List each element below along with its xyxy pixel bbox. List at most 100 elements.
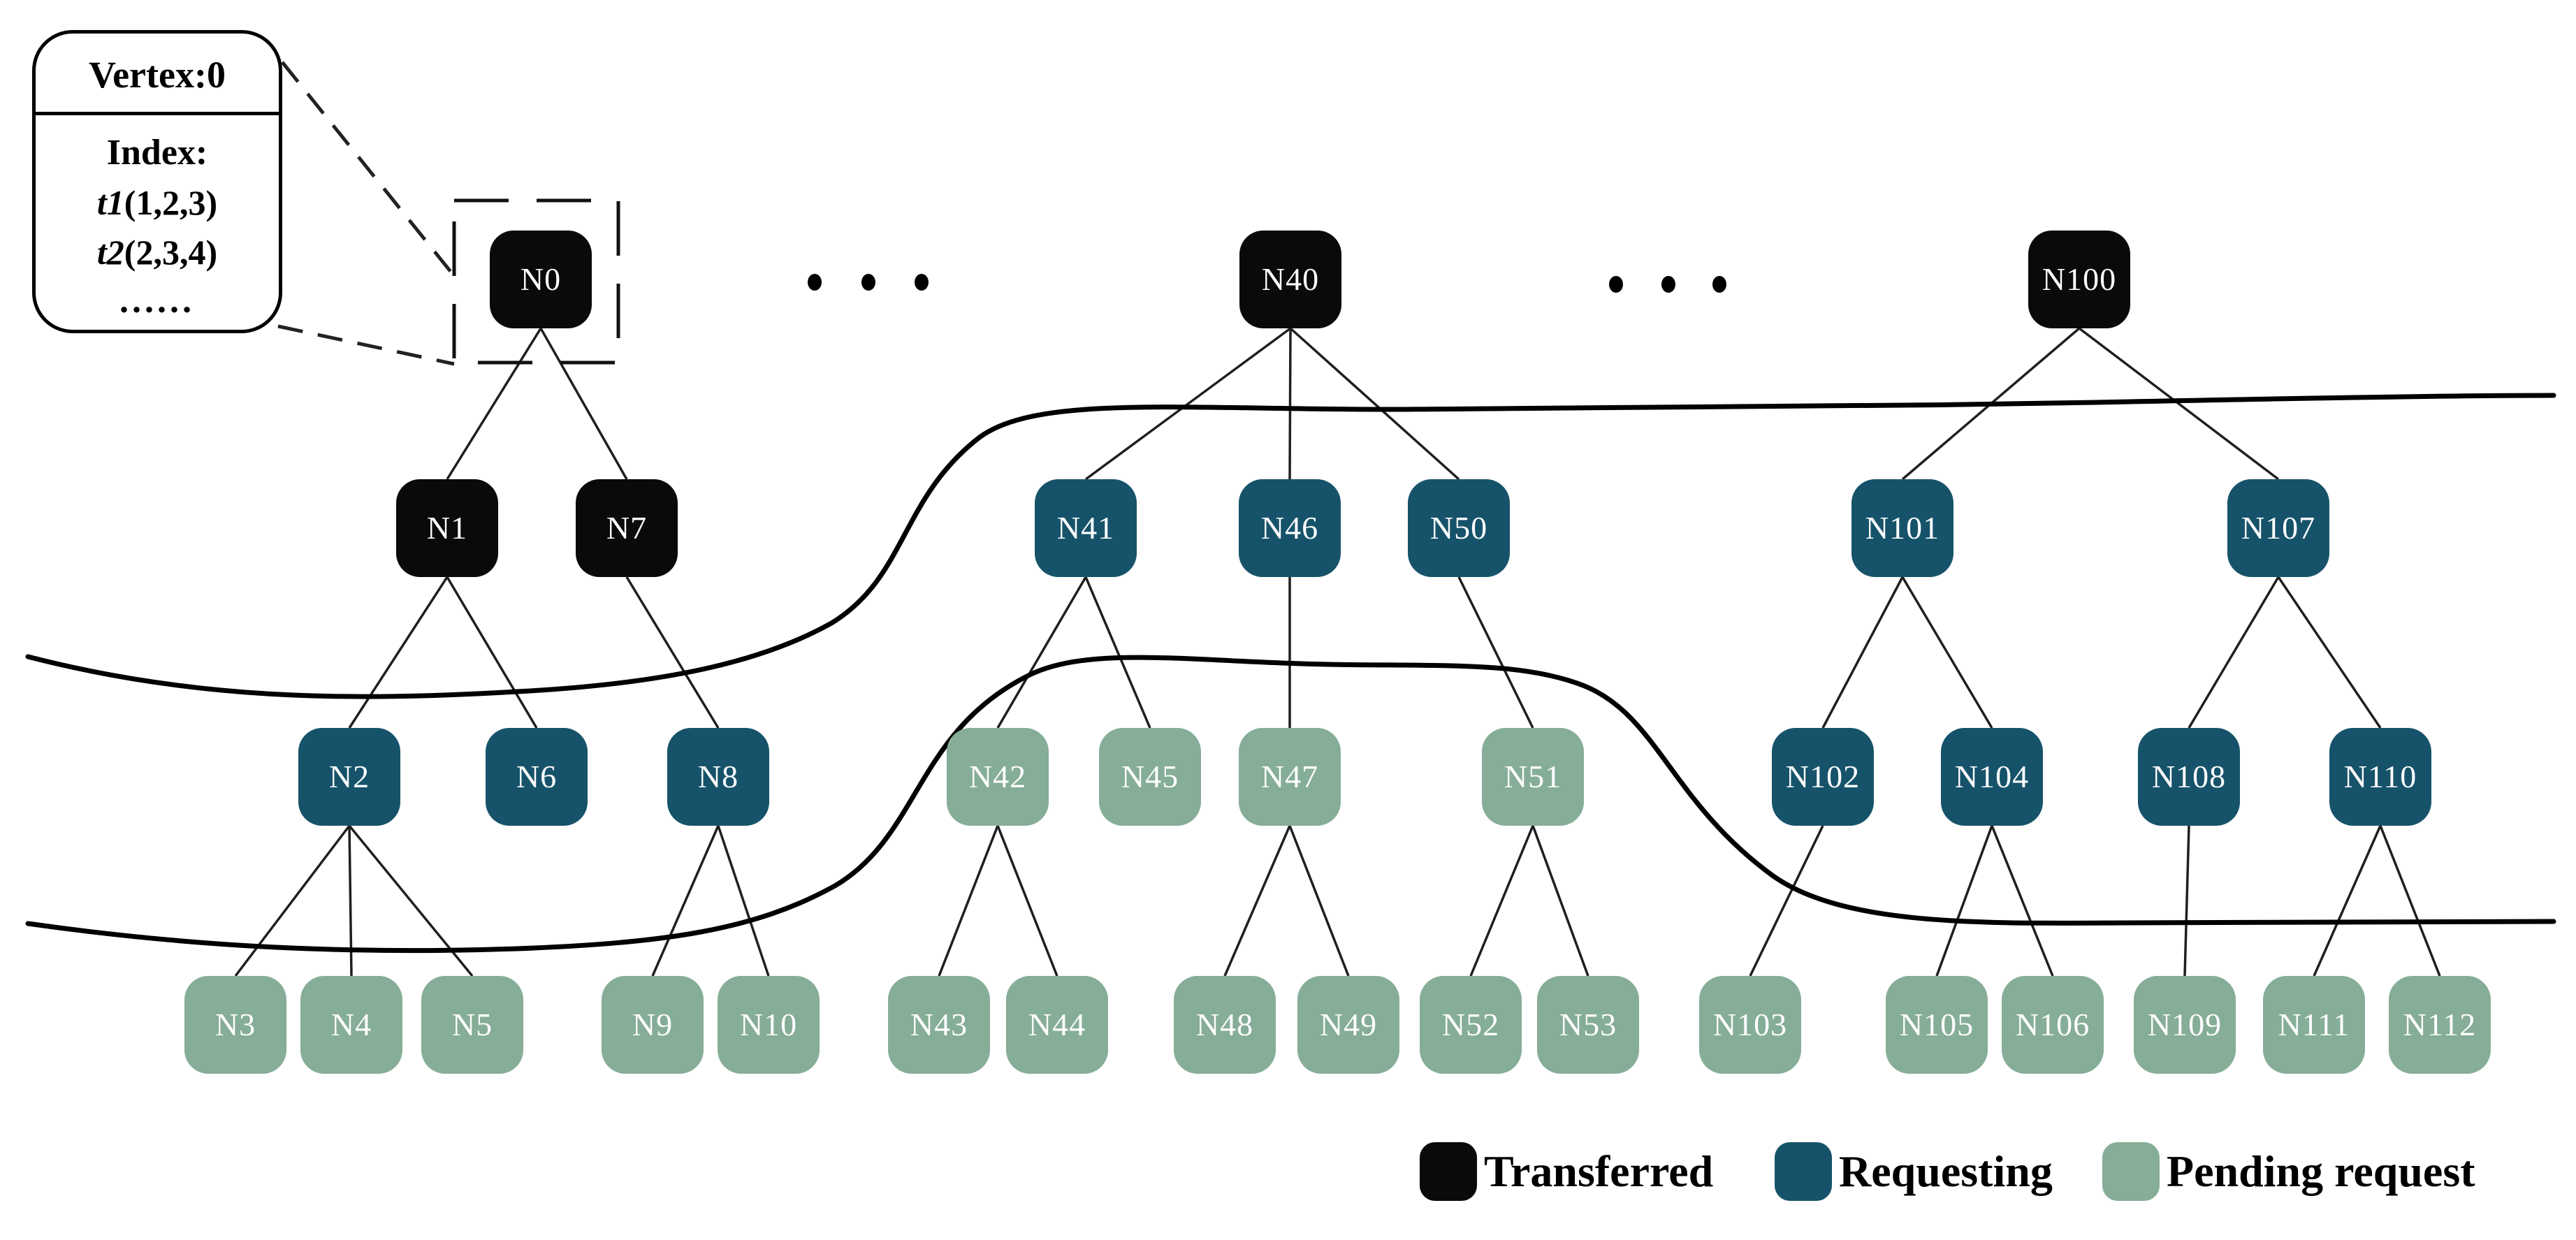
boundary-requesting-pending — [25, 655, 2556, 954]
tree-node-N40: N40 — [1239, 231, 1341, 328]
tree-edge-N108-N109 — [2183, 825, 2190, 977]
tree-node-N51: N51 — [1482, 728, 1584, 826]
tree-node-N42: N42 — [947, 728, 1049, 826]
legend-swatch-requesting — [1775, 1142, 1832, 1201]
tree-edge-N47-N49 — [1288, 825, 1350, 977]
tree-edge-N7-N8 — [625, 576, 720, 729]
triangle-vertices: (2,3,4) — [124, 232, 218, 272]
tree-edge-N1-N2 — [348, 576, 449, 729]
tree-edge-N102-N103 — [1749, 825, 1824, 977]
tree-edge-N101-N104 — [1901, 576, 1993, 729]
tree-node-N108: N108 — [2138, 728, 2240, 826]
tree-edge-N104-N105 — [1935, 825, 1993, 977]
tree-node-N101: N101 — [1851, 479, 1953, 577]
tree-edge-N47-N48 — [1223, 825, 1291, 977]
tree-edge-N41-N45 — [1084, 576, 1151, 729]
callout-body: Index: t1(1,2,3) t2(2,3,4) ...... — [36, 115, 279, 324]
tree-node-N110: N110 — [2329, 728, 2431, 826]
callout-connector-top — [281, 61, 456, 277]
tree-edge-N2-N5 — [348, 824, 474, 977]
tree-node-N106: N106 — [2002, 976, 2104, 1074]
tree-node-N4: N4 — [300, 976, 402, 1074]
tree-node-N46: N46 — [1239, 479, 1341, 577]
tree-node-N5: N5 — [421, 976, 523, 1074]
tree-edge-N110-N111 — [2313, 825, 2382, 977]
tree-node-N0: N0 — [490, 231, 592, 328]
tree-node-N44: N44 — [1006, 976, 1108, 1074]
boundary-transferred-requesting — [25, 393, 2556, 699]
tree-edge-N51-N52 — [1469, 825, 1534, 977]
tree-node-N109: N109 — [2134, 976, 2236, 1074]
callout-divider — [36, 112, 279, 115]
triangle-vertices: (1,2,3) — [124, 182, 218, 222]
tree-edge-N0-N7 — [539, 328, 628, 480]
tree-edge-N42-N44 — [996, 825, 1058, 977]
tree-node-N104: N104 — [1941, 728, 2043, 826]
omitted-nodes-ellipsis-dot — [1712, 276, 1726, 293]
tree-node-N105: N105 — [1886, 976, 1988, 1074]
tree-node-N107: N107 — [2227, 479, 2329, 577]
tree-edge-N40-N50 — [1289, 327, 1460, 481]
tree-edge-N8-N9 — [651, 825, 720, 977]
tree-edge-N100-N107 — [2078, 327, 2280, 481]
tree-node-N49: N49 — [1297, 976, 1399, 1074]
tree-node-N52: N52 — [1420, 976, 1522, 1074]
tree-node-N6: N6 — [486, 728, 588, 826]
legend-label: Pending request — [2167, 1146, 2475, 1196]
tree-node-N7: N7 — [576, 479, 678, 577]
tree-edge-N41-N42 — [996, 576, 1087, 729]
tree-edge-N2-N4 — [348, 825, 353, 977]
tree-node-N53: N53 — [1537, 976, 1639, 1074]
tree-edge-N0-N1 — [446, 328, 542, 480]
tree-node-N10: N10 — [718, 976, 820, 1074]
tree-edge-N104-N106 — [1991, 825, 2054, 977]
tree-edge-N8-N10 — [717, 825, 770, 977]
tree-edge-N50-N51 — [1457, 576, 1534, 729]
callout-index-entry: t2(2,3,4) — [36, 228, 279, 277]
legend-label: Transferred — [1484, 1146, 1714, 1196]
tree-node-N43: N43 — [888, 976, 990, 1074]
tree-node-N1: N1 — [396, 479, 498, 577]
legend-label: Requesting — [1839, 1146, 2053, 1196]
tree-node-N100: N100 — [2028, 231, 2130, 328]
tree-edge-N42-N43 — [938, 825, 999, 977]
vertex-index-callout: Vertex:0 Index: t1(1,2,3) t2(2,3,4) ....… — [32, 30, 282, 333]
tree-node-N111: N111 — [2263, 976, 2365, 1074]
tree-edge-N101-N102 — [1821, 576, 1904, 729]
omitted-nodes-ellipsis-dot — [1661, 276, 1675, 293]
tree-node-N45: N45 — [1099, 728, 1201, 826]
omitted-nodes-ellipsis-dot — [861, 274, 875, 291]
legend-swatch-transferred — [1420, 1142, 1477, 1201]
omitted-nodes-ellipsis-dot — [1609, 276, 1623, 293]
triangle-id: t2 — [96, 232, 124, 272]
legend-swatch-pending — [2102, 1142, 2160, 1201]
tree-edge-N2-N3 — [234, 824, 351, 977]
tree-node-N47: N47 — [1239, 728, 1341, 826]
tree-edge-N1-N6 — [446, 576, 538, 729]
tree-edge-N40-N41 — [1084, 327, 1292, 481]
tree-node-N3: N3 — [184, 976, 286, 1074]
legend-item-pending: Pending request — [2102, 1141, 2475, 1202]
tree-edges — [234, 327, 2441, 977]
tree-node-N8: N8 — [667, 728, 769, 826]
omitted-nodes-ellipsis-dot — [808, 274, 822, 291]
tree-edge-N107-N110 — [2277, 576, 2382, 729]
callout-index-label: Index: — [106, 133, 208, 173]
tree-edge-N51-N53 — [1531, 825, 1589, 977]
tree-node-N102: N102 — [1772, 728, 1874, 826]
tree-edge-N107-N108 — [2188, 576, 2280, 729]
tree-node-N2: N2 — [298, 728, 400, 826]
callout-index-entry: t1(1,2,3) — [36, 178, 279, 228]
callout-ellipsis: ...... — [119, 280, 195, 321]
callout-title: Vertex:0 — [89, 54, 226, 96]
callout-connector-bottom — [277, 324, 455, 366]
legend-item-requesting: Requesting — [1775, 1141, 2053, 1202]
tree-edge-N110-N112 — [2379, 825, 2441, 977]
legend-item-transferred: Transferred — [1420, 1141, 1713, 1202]
tree-node-N9: N9 — [602, 976, 704, 1074]
omitted-nodes-ellipsis-dot — [915, 274, 929, 291]
tree-node-N50: N50 — [1408, 479, 1510, 577]
tree-node-N48: N48 — [1174, 976, 1276, 1074]
